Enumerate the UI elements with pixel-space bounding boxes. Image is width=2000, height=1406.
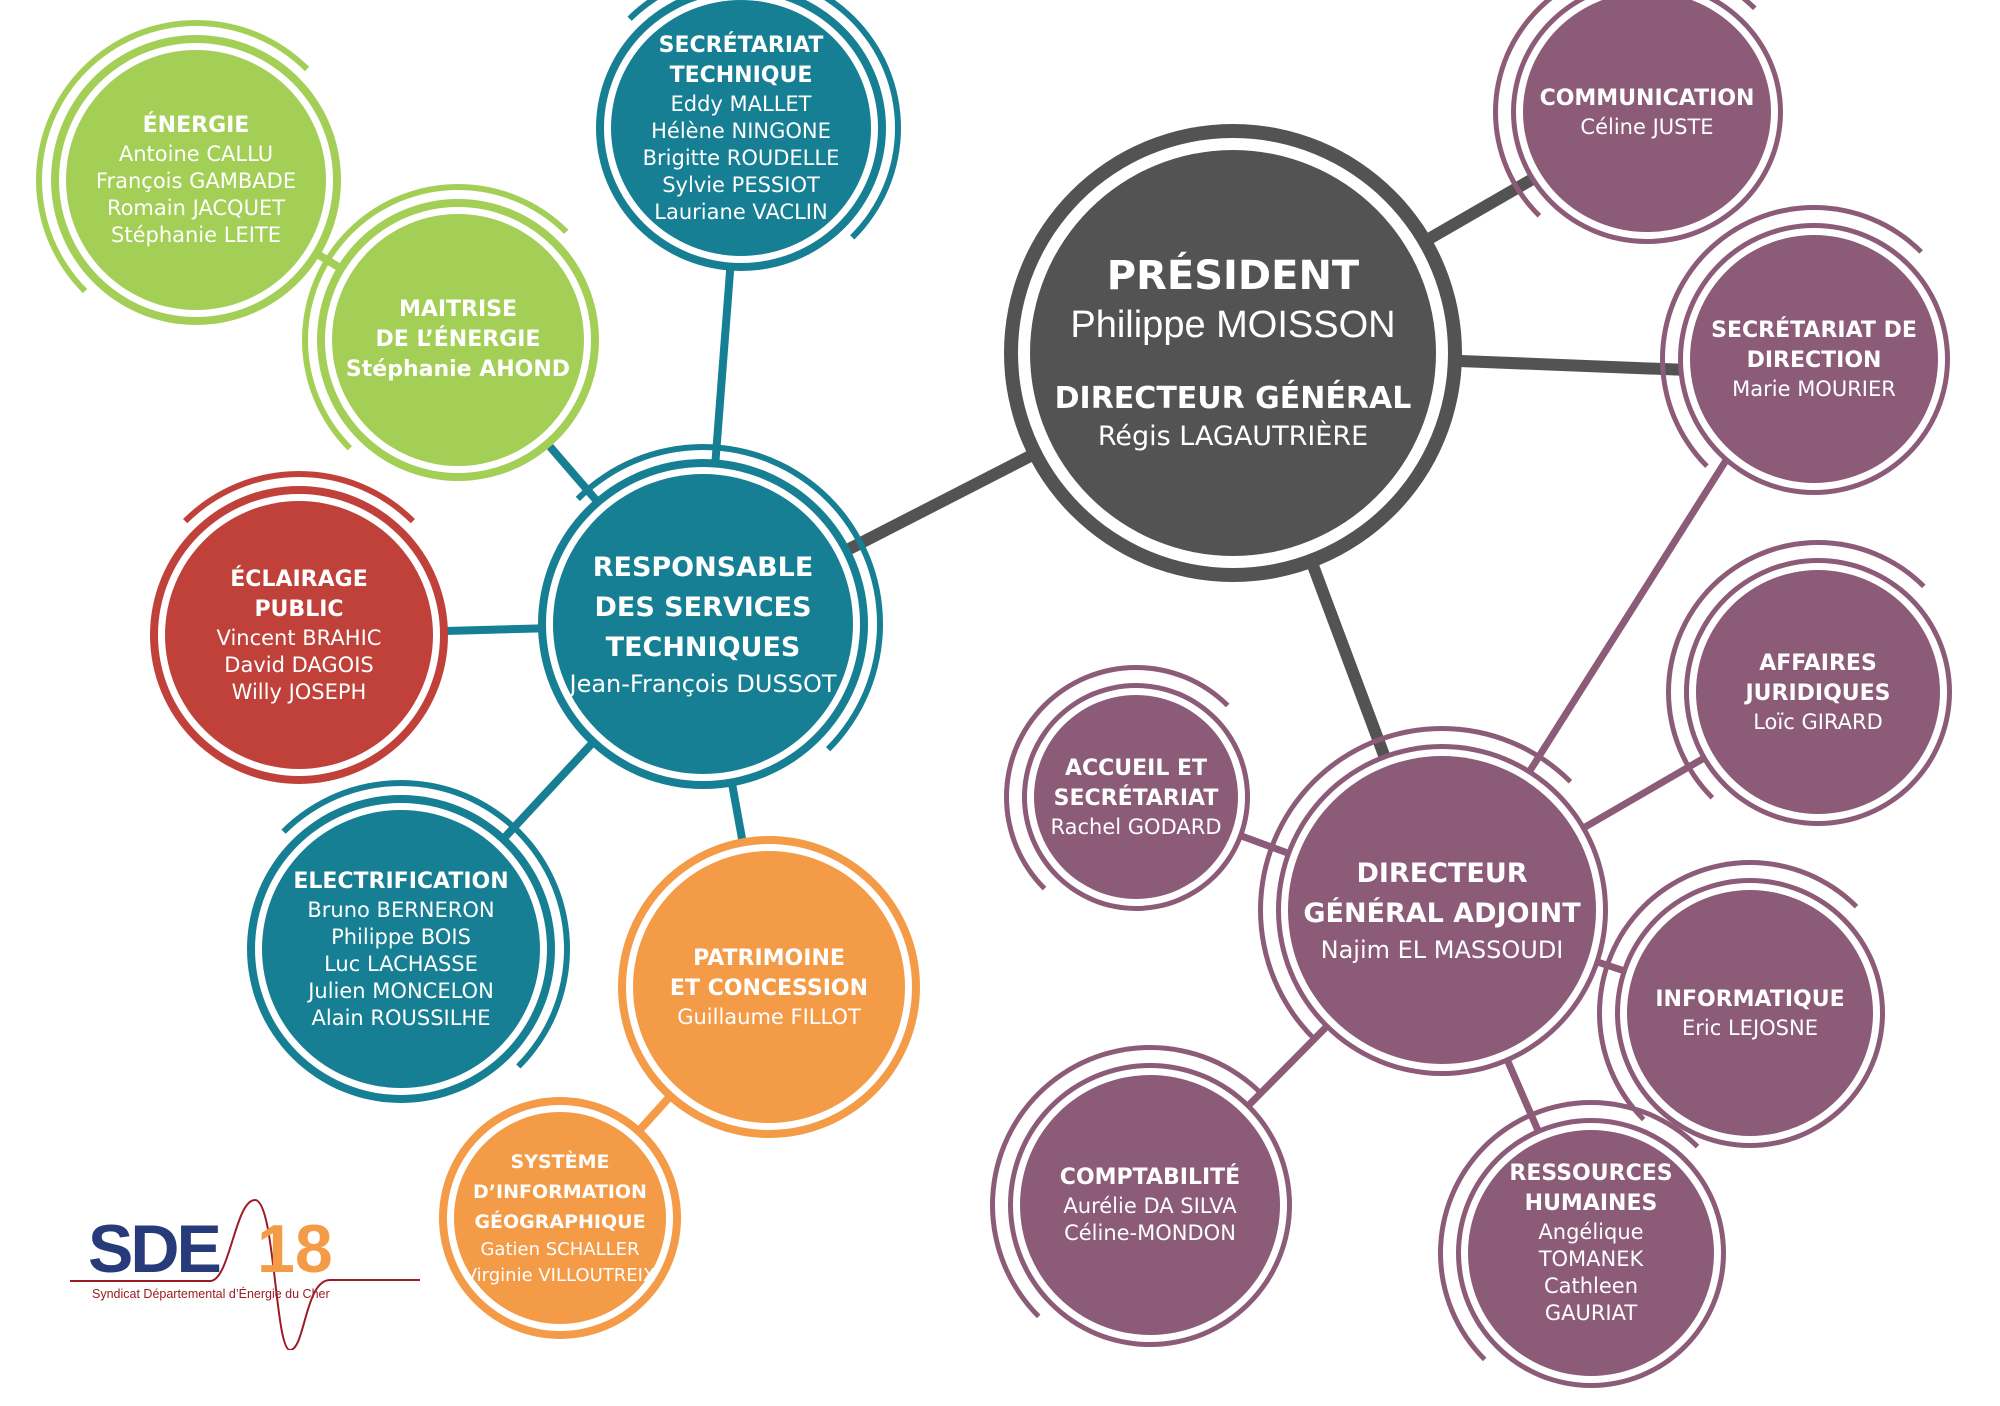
node-title: SECRÉTARIAT DE	[1711, 317, 1917, 343]
node-person: Virginie VILLOUTREIX	[464, 1265, 656, 1286]
president-name: Philippe MOISSON	[1070, 304, 1396, 346]
node-informatique: INFORMATIQUE Eric LEJOSNE	[1597, 860, 1903, 1166]
node-title: GÉOGRAPHIQUE	[474, 1211, 646, 1233]
node-person: Alain ROUSSILHE	[311, 1005, 491, 1030]
sde18-logo: SDE 18 Syndicat Départemental d’Énergie …	[70, 1198, 420, 1350]
node-title: DIRECTEUR	[1356, 858, 1528, 889]
node-person: Eddy MALLET	[670, 91, 812, 116]
node-person: Luc LACHASSE	[324, 951, 478, 976]
node-eclairage-public: ÉCLAIRAGE PUBLIC Vincent BRAHIC David DA…	[135, 471, 463, 769]
node-person: TOMANEK	[1538, 1247, 1644, 1271]
node-person: Guillaume FILLOT	[677, 1004, 861, 1029]
node-person: Julien MONCELON	[308, 978, 494, 1003]
node-title: DES SERVICES	[594, 592, 812, 623]
node-title: INFORMATIQUE	[1655, 986, 1845, 1012]
node-person: Angélique	[1538, 1220, 1644, 1244]
node-title: ELECTRIFICATION	[293, 868, 509, 894]
node-title: TECHNIQUES	[605, 632, 801, 663]
node-person: Marie MOURIER	[1732, 376, 1896, 401]
logo-wave	[70, 1198, 420, 1350]
node-person: Stéphanie LEITE	[111, 223, 281, 247]
node-person: Willy JOSEPH	[231, 679, 367, 704]
node-title: TECHNIQUE	[669, 62, 813, 88]
node-title: SECRÉTARIAT	[1053, 785, 1219, 811]
node-title: MAITRISE	[398, 297, 518, 322]
node-person: Rachel GODARD	[1050, 814, 1222, 839]
logo-number-text: 18	[257, 1211, 333, 1287]
node-person: Gatien SCHALLER	[480, 1239, 640, 1260]
node-title: ÉNERGIE	[142, 113, 250, 138]
node-person: Lauriane VACLIN	[654, 199, 828, 224]
dg-name: Régis LAGAUTRIÈRE	[1097, 421, 1369, 452]
node-person: Romain JACQUET	[106, 196, 286, 220]
node-title: D’INFORMATION	[473, 1181, 647, 1203]
node-title: GÉNÉRAL ADJOINT	[1303, 898, 1581, 929]
node-comptabilite: COMPTABILITÉ Aurélie DA SILVA Céline-MON…	[990, 1045, 1310, 1365]
node-systeme-information-geographique: SYSTÈME D’INFORMATION GÉOGRAPHIQUE Gatie…	[454, 1112, 666, 1324]
node-person: Loïc GIRARD	[1753, 709, 1883, 734]
node-title: PUBLIC	[254, 596, 344, 622]
node-title: RESSOURCES	[1509, 1161, 1673, 1186]
node-title: COMMUNICATION	[1539, 85, 1755, 111]
node-person: Jean-François DUSSOT	[569, 670, 837, 698]
node-title: PATRIMOINE	[693, 945, 845, 971]
node-person: Aurélie DA SILVA	[1063, 1194, 1237, 1218]
node-person: Antoine CALLU	[118, 142, 274, 166]
node-title: DIRECTION	[1746, 347, 1882, 373]
node-title: RESPONSABLE	[592, 552, 814, 583]
node-title: AFFAIRES	[1759, 650, 1877, 676]
node-accueil-secretariat: ACCUEIL ET SECRÉTARIAT Rachel GODARD	[1004, 665, 1268, 929]
node-communication: COMMUNICATION Céline JUSTE	[1493, 0, 1771, 262]
node-title: ÉCLAIRAGE	[230, 566, 368, 592]
node-title: COMPTABILITÉ	[1059, 1165, 1241, 1190]
node-person: Bruno BERNERON	[307, 897, 495, 922]
node-directeur-general-adjoint: DIRECTEUR GÉNÉRAL ADJOINT Najim EL MASSO…	[1258, 726, 1626, 1094]
node-secretariat-direction: SECRÉTARIAT DE DIRECTION Marie MOURIER	[1660, 205, 1968, 513]
node-person: Najim EL MASSOUDI	[1320, 936, 1564, 964]
node-person: David DAGOIS	[224, 652, 374, 677]
node-person: Hélène NINGONE	[651, 118, 831, 143]
node-person: Vincent BRAHIC	[216, 625, 382, 650]
node-person: Brigitte ROUDELLE	[642, 145, 840, 170]
node-person: Eric LEJOSNE	[1682, 1015, 1818, 1040]
node-title: DE L’ÉNERGIE	[375, 327, 541, 352]
node-title: ACCUEIL ET	[1064, 755, 1208, 781]
node-ressources-humaines: RESSOURCES HUMAINES Angélique TOMANEK Ca…	[1438, 1100, 1744, 1406]
node-affaires-juridiques: AFFAIRES JURIDIQUES Loïc GIRARD	[1666, 540, 1970, 844]
dg-title: DIRECTEUR GÉNÉRAL	[1054, 381, 1412, 416]
node-maitrise-energie: MAITRISE DE L’ÉNERGIE Stéphanie AHOND	[302, 184, 614, 496]
node-title: SECRÉTARIAT	[658, 32, 824, 58]
node-person: Céline-MONDON	[1064, 1221, 1236, 1245]
node-title: SYSTÈME	[510, 1151, 610, 1173]
node-person: Sylvie PESSIOT	[662, 172, 820, 197]
logo-sde-text: SDE	[88, 1211, 219, 1287]
node-president: PRÉSIDENT Philippe MOISSON DIRECTEUR GÉN…	[1030, 150, 1436, 556]
node-person: Stéphanie AHOND	[345, 357, 571, 382]
node-electrification: ELECTRIFICATION Bruno BERNERON Philippe …	[232, 780, 570, 1118]
node-person: GAURIAT	[1544, 1301, 1638, 1325]
node-patrimoine-concession: PATRIMOINE ET CONCESSION Guillaume FILLO…	[633, 851, 905, 1123]
node-person: Cathleen	[1543, 1274, 1639, 1298]
node-title: JURIDIQUES	[1745, 680, 1891, 706]
node-responsable-services-techniques: RESPONSABLE DES SERVICES TECHNIQUES Jean…	[523, 444, 883, 804]
node-person: Céline JUSTE	[1580, 114, 1714, 139]
node-title: HUMAINES	[1524, 1191, 1658, 1216]
node-person: Philippe BOIS	[331, 924, 471, 949]
node-title: ET CONCESSION	[669, 975, 869, 1001]
node-secretariat-technique: SECRÉTARIAT TECHNIQUE Eddy MALLET Hélène…	[611, 0, 901, 286]
logo-subtitle: Syndicat Départemental d’Énergie du Cher	[92, 1286, 330, 1301]
node-energie: ÉNERGIE Antoine CALLU François GAMBADE R…	[36, 20, 356, 340]
node-person: François GAMBADE	[95, 169, 297, 193]
president-title: PRÉSIDENT	[1106, 253, 1360, 299]
